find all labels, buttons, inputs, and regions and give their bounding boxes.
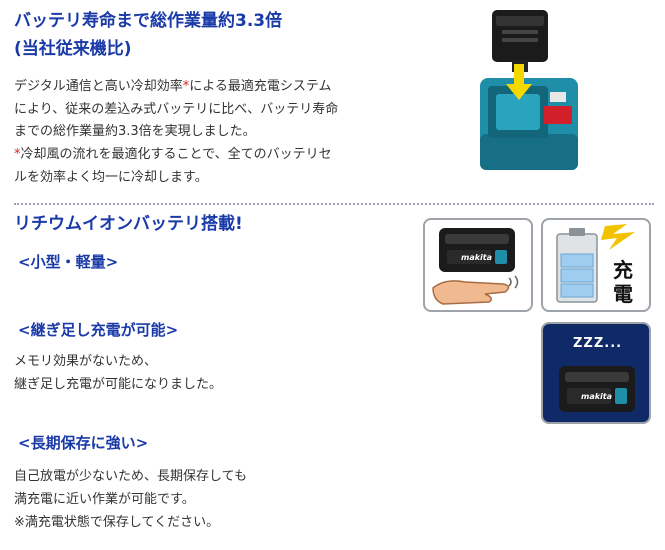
subheading-compact: <小型・軽量> — [18, 253, 119, 271]
battery-hand-card: makita — [423, 218, 533, 312]
battery-hand-icon — [432, 228, 519, 305]
charge-gauge-card: 充 電 — [541, 218, 651, 312]
subheading-long-storage: <長期保存に強い> — [18, 434, 149, 452]
charger-image — [472, 4, 590, 176]
section1-note-line1: *冷却風の流れを最適化することで、全てのバッテリセ — [14, 144, 332, 167]
battery-brand-label: makita — [581, 392, 613, 401]
storage-line2: 満充電に近い作業が可能です。 — [14, 492, 195, 507]
sleep-text: ZZZ... — [573, 336, 623, 351]
section-divider — [14, 203, 654, 205]
storage-battery-card: ZZZ... makita — [541, 322, 651, 424]
sleeping-battery-icon — [543, 324, 649, 422]
text-segment: デジタル通信と高い冷却効率 — [14, 79, 183, 94]
storage-line3: ※満充電状態で保存してください。 — [14, 515, 220, 530]
section1-paragraph-line2: により、従来の差込み式バッテリに比べ、バッテリ寿命 — [14, 102, 339, 117]
section1-subtitle: (当社従来機比) — [14, 39, 132, 59]
section1-title: バッテリ寿命まで総作業量約3.3倍 — [14, 11, 283, 31]
section2-title: リチウムイオンバッテリ搭載! — [14, 214, 243, 234]
top-up-line2: 継ぎ足し充電が可能になりました。 — [14, 377, 223, 392]
charge-label-top: 充 — [613, 258, 633, 282]
charger-illustration — [480, 10, 578, 170]
section1-paragraph-line3: までの総作業量約3.3倍を実現しました。 — [14, 124, 256, 139]
top-up-line1: メモリ効果がないため、 — [14, 354, 158, 369]
section1-paragraph-line1: デジタル通信と高い冷却効率*による最適充電システム — [14, 76, 331, 99]
charge-gauge-icon — [556, 224, 635, 303]
text-segment: による最適充電システム — [189, 79, 332, 94]
subheading-top-up-charge: <継ぎ足し充電が可能> — [18, 321, 179, 339]
battery-brand-label: makita — [461, 253, 493, 262]
asterisk-mark: * — [182, 79, 190, 94]
text-segment: 冷却風の流れを最適化することで、全てのバッテリセ — [20, 147, 332, 162]
section1-note-line2: ルを効率よく均一に冷却します。 — [14, 170, 208, 185]
charge-label-bottom: 電 — [613, 282, 633, 306]
asterisk-mark: * — [14, 147, 21, 162]
storage-line1: 自己放電が少ないため、長期保存しても — [14, 469, 247, 484]
